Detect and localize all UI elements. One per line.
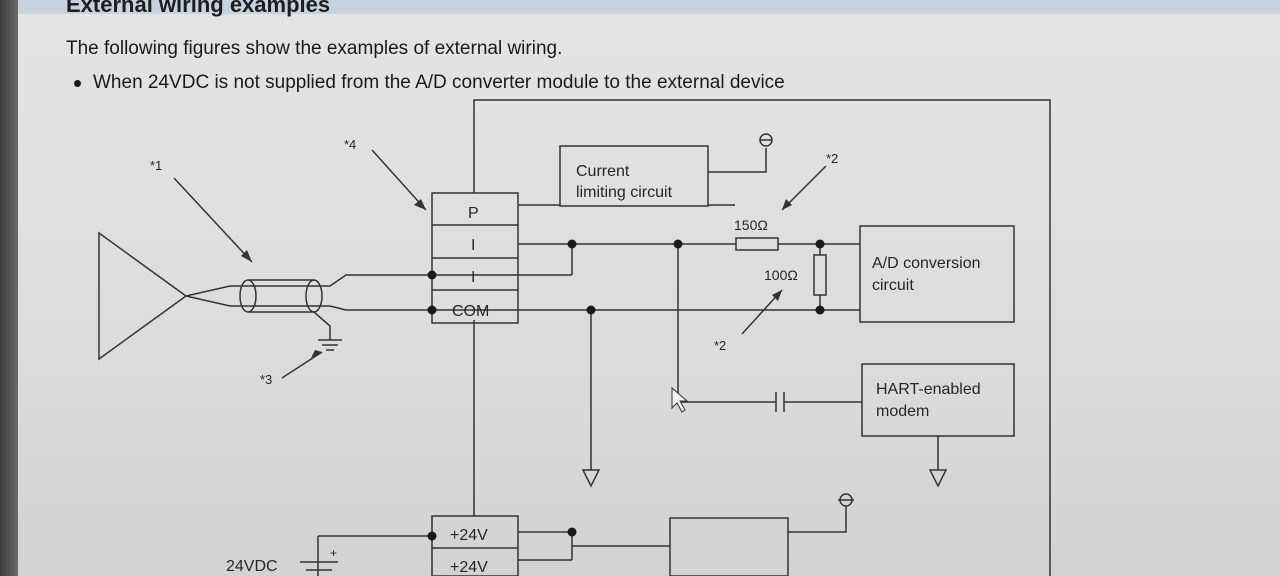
terminal-p-label: P <box>468 205 479 222</box>
bottom-circuit-box <box>669 517 789 576</box>
ad-label-1: A/D conversion <box>872 255 981 272</box>
current-limit-label-1: Current <box>576 163 630 180</box>
resistor-100-label: 100Ω <box>764 267 798 283</box>
terminal-i1-label: I <box>471 237 475 254</box>
ad-label-2: circuit <box>872 277 914 294</box>
note-1: *1 <box>150 158 162 173</box>
terminal-24v-b-label: +24V <box>450 559 488 576</box>
ad-conversion-box <box>859 225 1015 323</box>
supply-label: 24VDC <box>226 558 278 575</box>
hart-label-2: modem <box>876 403 929 420</box>
note-4: *4 <box>344 137 356 152</box>
current-limiting-box <box>559 145 709 207</box>
module-frame <box>473 99 1051 576</box>
document-page: External wiring examples The following f… <box>18 0 1280 576</box>
resistor-150 <box>735 237 779 251</box>
bullet-text: When 24VDC is not supplied from the A/D … <box>93 72 785 93</box>
current-limit-label-2: limiting circuit <box>576 184 673 201</box>
note-3: *3 <box>260 372 272 387</box>
terminal-i2-label: I <box>471 269 475 286</box>
transmitter-symbol <box>98 231 188 361</box>
section-header-bar <box>18 0 1280 14</box>
intro-text: The following figures show the examples … <box>66 38 563 59</box>
bullet-item: When 24VDC is not supplied from the A/D … <box>74 72 785 94</box>
power-terminal-block <box>431 515 519 576</box>
hart-label-1: HART-enabled <box>876 381 981 398</box>
bullet-dot-icon <box>74 79 81 87</box>
terminal-24v-a-label: +24V <box>450 527 488 544</box>
resistor-100 <box>813 254 827 296</box>
section-title: External wiring examples <box>66 0 331 17</box>
terminal-com-label: COM <box>452 303 489 320</box>
resistor-150-label: 150Ω <box>734 217 768 233</box>
hart-modem-box <box>861 363 1015 437</box>
note-2b: *2 <box>714 338 726 353</box>
note-2a: *2 <box>826 151 838 166</box>
supply-plus: + <box>330 546 337 560</box>
monitor-bezel <box>0 0 18 576</box>
mouse-cursor-icon <box>671 386 689 413</box>
